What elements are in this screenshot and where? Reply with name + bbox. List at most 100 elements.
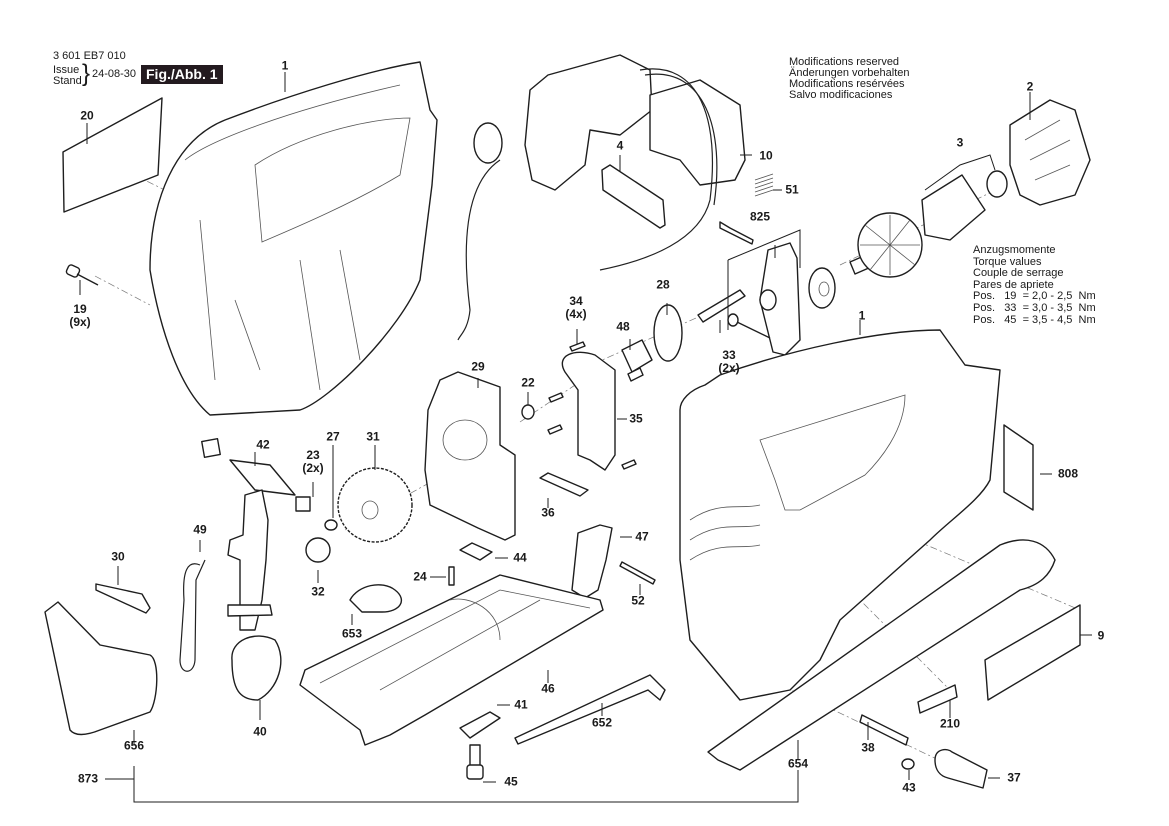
part-1-housing-left[interactable] bbox=[149, 61, 438, 416]
part-19-screw[interactable] bbox=[65, 264, 99, 286]
part-label-51[interactable]: 51 bbox=[785, 182, 799, 197]
part-10-switch[interactable] bbox=[457, 54, 746, 341]
leader-lines bbox=[79, 72, 1092, 803]
part-33-screw[interactable] bbox=[727, 313, 771, 339]
part-label-653[interactable]: 653 bbox=[341, 626, 363, 641]
torque-title: Pares de apriete bbox=[973, 278, 1054, 291]
part-label-2[interactable]: 2 bbox=[1026, 79, 1034, 94]
part-label-45[interactable]: 45 bbox=[504, 774, 518, 789]
part-52-pin[interactable] bbox=[619, 561, 656, 585]
part-label-49[interactable]: 49 bbox=[193, 522, 207, 537]
torque-row: Pos. 45 = 3,5 - 4,5 Nm bbox=[973, 313, 1096, 326]
part-45-cylinder-screw[interactable] bbox=[466, 744, 484, 780]
part-3-armature[interactable] bbox=[849, 154, 1008, 278]
part-label-9[interactable]: 9 bbox=[1097, 628, 1105, 643]
part-48-needle-bearing[interactable] bbox=[621, 339, 653, 382]
part-label-31[interactable]: 31 bbox=[366, 429, 380, 444]
part-28-disc[interactable] bbox=[653, 304, 683, 362]
part-38-pin[interactable] bbox=[859, 714, 909, 746]
torque-row: Pos. 19 = 2,0 - 2,5 Nm bbox=[973, 290, 1096, 303]
part-652-hex-key[interactable] bbox=[514, 674, 666, 745]
part-44-nut-plate[interactable] bbox=[459, 542, 493, 561]
part-label-1-right[interactable]: 1 bbox=[858, 308, 866, 323]
part-label-36[interactable]: 36 bbox=[541, 505, 555, 520]
part-label-44[interactable]: 44 bbox=[513, 550, 527, 565]
part-43-set-screw[interactable] bbox=[901, 758, 915, 770]
part-label-656[interactable]: 656 bbox=[123, 738, 145, 753]
part-label-30[interactable]: 30 bbox=[111, 549, 125, 564]
part-29-gear-plate[interactable] bbox=[424, 371, 516, 541]
part-label-34[interactable]: 34(4x) bbox=[565, 294, 587, 321]
part-42-guide-bolt[interactable] bbox=[229, 459, 296, 496]
part-40-blade-holder[interactable] bbox=[227, 489, 282, 701]
part-210-label[interactable] bbox=[917, 684, 958, 714]
part-label-873[interactable]: 873 bbox=[77, 771, 99, 786]
part-27-retaining-ring[interactable] bbox=[324, 519, 338, 531]
part-31-gear-wheel[interactable] bbox=[337, 467, 413, 543]
part-label-1-left[interactable]: 1 bbox=[281, 58, 289, 73]
part-label-52[interactable]: 52 bbox=[631, 593, 645, 608]
part-label-22[interactable]: 22 bbox=[521, 375, 535, 390]
part-label-43[interactable]: 43 bbox=[902, 780, 916, 795]
part-label-210[interactable]: 210 bbox=[939, 716, 961, 731]
part-20-nameplate[interactable] bbox=[62, 97, 163, 213]
part-label-825[interactable]: 825 bbox=[749, 209, 771, 224]
brace-glyph: } bbox=[82, 60, 91, 87]
part-label-37[interactable]: 37 bbox=[1007, 770, 1021, 785]
part-34-pins[interactable] bbox=[547, 341, 637, 470]
part-23-square-nut-2[interactable] bbox=[295, 496, 311, 512]
note-line: Modifications resérvées bbox=[789, 78, 905, 90]
figure-label: Fig./Abb. 1 bbox=[141, 65, 223, 84]
part-37-adapter[interactable] bbox=[934, 748, 988, 789]
part-label-654[interactable]: 654 bbox=[787, 756, 809, 771]
part-label-808[interactable]: 808 bbox=[1057, 466, 1079, 481]
part-label-28[interactable]: 28 bbox=[656, 277, 670, 292]
part-label-23[interactable]: 23(2x) bbox=[302, 448, 324, 475]
part-label-652[interactable]: 652 bbox=[591, 715, 613, 730]
part-47-roller-guide[interactable] bbox=[571, 524, 613, 599]
part-2-field-stator[interactable] bbox=[1009, 99, 1091, 206]
part-9-label-plate[interactable] bbox=[984, 604, 1081, 701]
part-label-24[interactable]: 24 bbox=[413, 569, 427, 584]
part-label-10[interactable]: 10 bbox=[759, 148, 773, 163]
part-656-blade-guard[interactable] bbox=[44, 601, 158, 736]
part-35-guide[interactable] bbox=[561, 351, 616, 471]
part-label-42[interactable]: 42 bbox=[256, 437, 270, 452]
document-number: 3 601 EB7 010 bbox=[53, 50, 126, 62]
part-1-housing-right[interactable] bbox=[679, 329, 1001, 701]
part-825-bearing-set[interactable] bbox=[697, 221, 836, 356]
torque-title: Anzugsmomente bbox=[973, 244, 1056, 256]
part-653-lever[interactable] bbox=[349, 584, 403, 613]
part-label-41[interactable]: 41 bbox=[514, 697, 528, 712]
part-label-33[interactable]: 33(2x) bbox=[718, 348, 740, 375]
part-label-35[interactable]: 35 bbox=[629, 411, 643, 426]
part-label-29[interactable]: 29 bbox=[471, 359, 485, 374]
part-654-extraction-adapter[interactable] bbox=[707, 539, 1056, 771]
part-label-27[interactable]: 27 bbox=[326, 429, 340, 444]
part-36-slide-plate[interactable] bbox=[539, 472, 589, 497]
part-label-47[interactable]: 47 bbox=[635, 529, 649, 544]
part-24-pin[interactable] bbox=[448, 566, 455, 586]
part-808-label[interactable] bbox=[1003, 424, 1034, 511]
part-41-clamp-plate[interactable] bbox=[459, 711, 501, 739]
part-label-32[interactable]: 32 bbox=[311, 584, 325, 599]
part-4-pad[interactable] bbox=[601, 164, 666, 229]
part-22-washer[interactable] bbox=[521, 404, 535, 420]
part-label-38[interactable]: 38 bbox=[861, 740, 875, 755]
part-label-3[interactable]: 3 bbox=[956, 135, 964, 150]
part-label-20[interactable]: 20 bbox=[80, 108, 94, 123]
part-label-40[interactable]: 40 bbox=[253, 724, 267, 739]
part-label-19[interactable]: 19(9x) bbox=[69, 302, 91, 329]
part-label-48[interactable]: 48 bbox=[616, 319, 630, 334]
part-23-square-nut[interactable] bbox=[201, 438, 221, 458]
part-46-base-plate[interactable] bbox=[299, 574, 604, 746]
part-49-wire-clip[interactable] bbox=[179, 559, 206, 672]
issue-label-de: Stand bbox=[53, 75, 82, 87]
part-32-bushing[interactable] bbox=[305, 537, 331, 563]
note-line: Änderungen vorbehalten bbox=[789, 67, 910, 79]
part-30-clip[interactable] bbox=[95, 583, 151, 614]
part-label-4[interactable]: 4 bbox=[616, 138, 624, 153]
torque-table: Anzugsmomente Torque values Couple de se… bbox=[973, 244, 1096, 326]
part-label-46[interactable]: 46 bbox=[541, 681, 555, 696]
part-51-spring[interactable] bbox=[754, 173, 774, 197]
